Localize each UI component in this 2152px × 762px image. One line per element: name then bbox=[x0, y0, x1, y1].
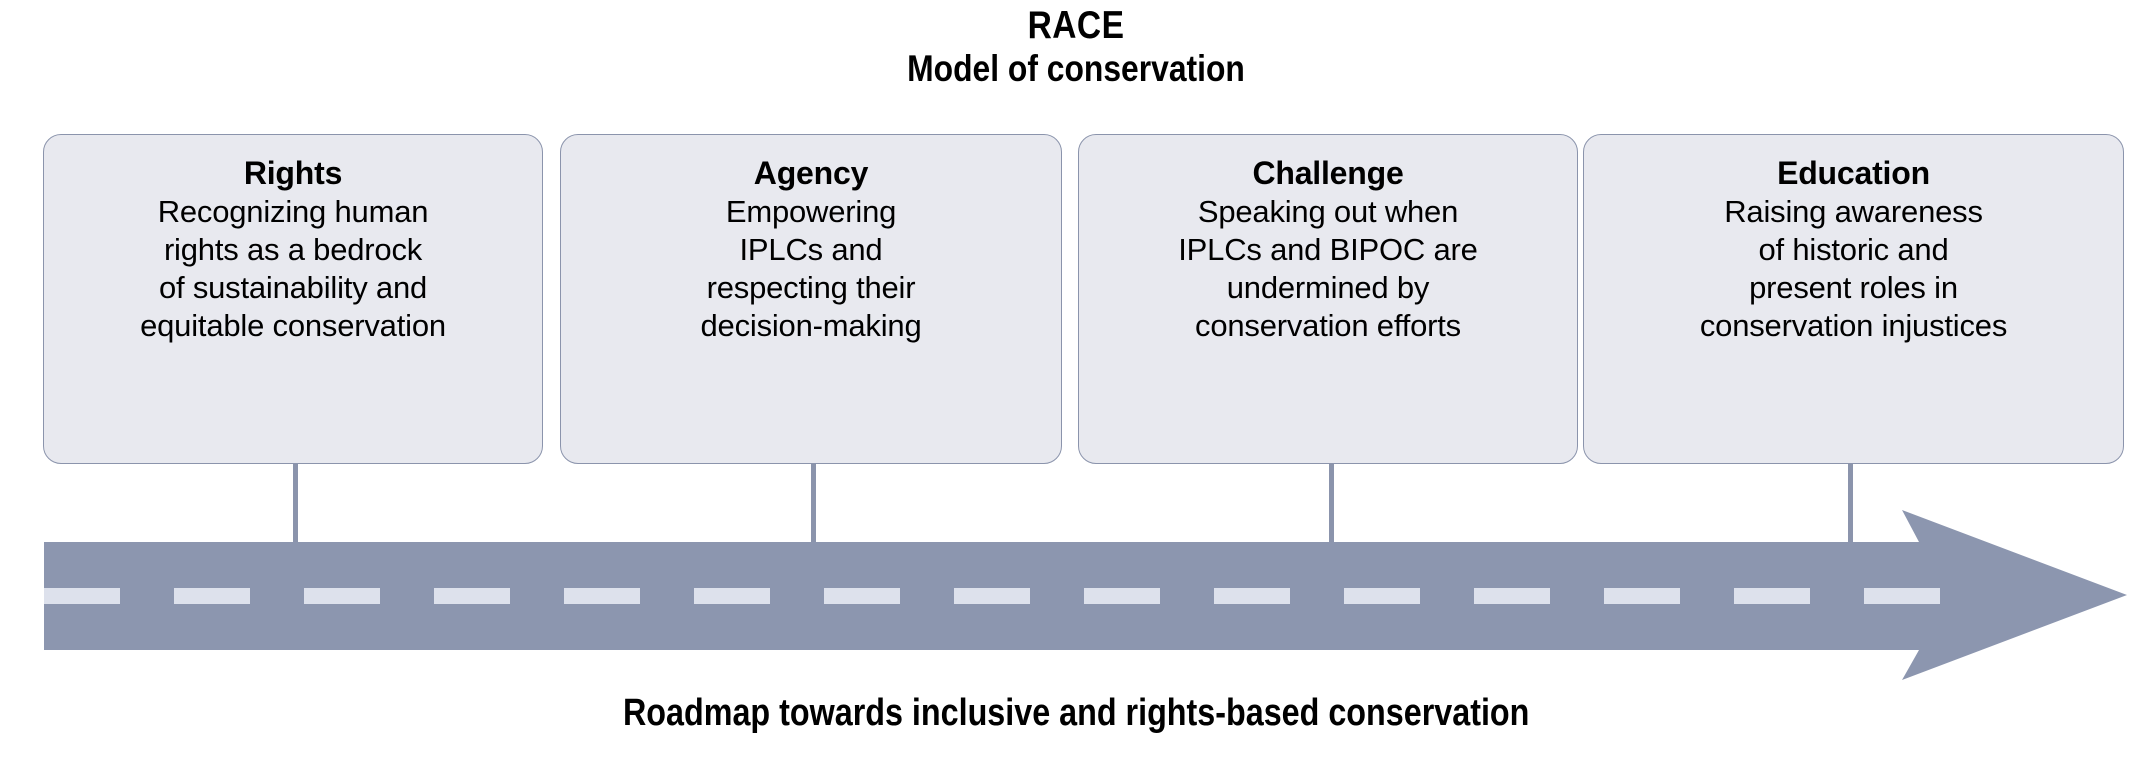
pillar-body-rights: Recognizing human rights as a bedrock of… bbox=[140, 194, 446, 343]
pillar-title-rights: Rights bbox=[243, 155, 343, 191]
pillar-body-agency: Empowering IPLCs and respecting their de… bbox=[700, 194, 922, 343]
road-dash bbox=[1474, 588, 1550, 604]
road-dash bbox=[1864, 588, 1940, 604]
diagram-caption: Roadmap towards inclusive and rights-bas… bbox=[0, 690, 2152, 736]
road-dash bbox=[1734, 588, 1810, 604]
pillar-card-row: Rights Recognizing human rights as a bed… bbox=[43, 134, 2124, 464]
road-dash bbox=[304, 588, 380, 604]
connector-challenge bbox=[1329, 463, 1334, 545]
road-dash bbox=[174, 588, 250, 604]
road-dash bbox=[954, 588, 1030, 604]
pillar-body-challenge: Speaking out when IPLCs and BIPOC are un… bbox=[1178, 194, 1478, 343]
road-dash bbox=[564, 588, 640, 604]
diagram-subtitle: Model of conservation bbox=[907, 48, 1245, 89]
road-dash bbox=[1084, 588, 1160, 604]
road-dash bbox=[1604, 588, 1680, 604]
road-center-dashes bbox=[44, 588, 1940, 604]
pillar-card-challenge[interactable]: Challenge Speaking out when IPLCs and BI… bbox=[1078, 134, 1578, 464]
pillar-card-agency[interactable]: Agency Empowering IPLCs and respecting t… bbox=[560, 134, 1062, 464]
pillar-title-agency: Agency bbox=[753, 155, 869, 191]
road-dash bbox=[694, 588, 770, 604]
road-dash bbox=[1344, 588, 1420, 604]
road-dash bbox=[434, 588, 510, 604]
pillar-body-education: Raising awareness of historic and presen… bbox=[1699, 194, 2008, 343]
pillar-title-challenge: Challenge bbox=[1252, 155, 1404, 191]
roadmap-arrow bbox=[0, 500, 2152, 696]
connector-agency bbox=[811, 463, 816, 545]
connector-rights bbox=[293, 463, 298, 545]
caption-text: Roadmap towards inclusive and rights-bas… bbox=[622, 692, 1530, 734]
connector-education bbox=[1848, 463, 1853, 545]
pillar-card-education[interactable]: Education Raising awareness of historic … bbox=[1583, 134, 2124, 464]
diagram-title-block: RACE Model of conservation bbox=[0, 4, 2152, 90]
pillar-card-rights[interactable]: Rights Recognizing human rights as a bed… bbox=[43, 134, 543, 464]
road-dash bbox=[44, 588, 120, 604]
road-dash bbox=[824, 588, 900, 604]
road-dash bbox=[1214, 588, 1290, 604]
pillar-title-education: Education bbox=[1777, 155, 1930, 191]
diagram-title: RACE bbox=[1027, 4, 1125, 47]
